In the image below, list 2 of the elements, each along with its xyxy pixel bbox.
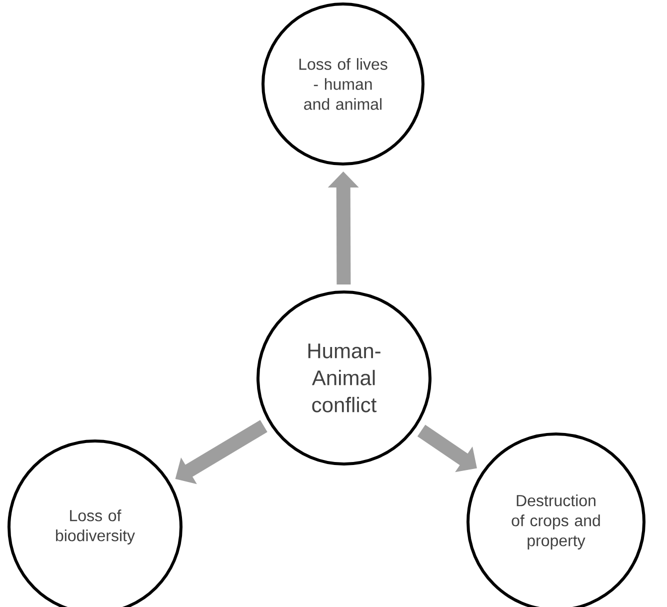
- circle-node: Human-Animal conflict: [256, 290, 432, 466]
- circle-node: Loss of lives - human and animal: [262, 2, 424, 166]
